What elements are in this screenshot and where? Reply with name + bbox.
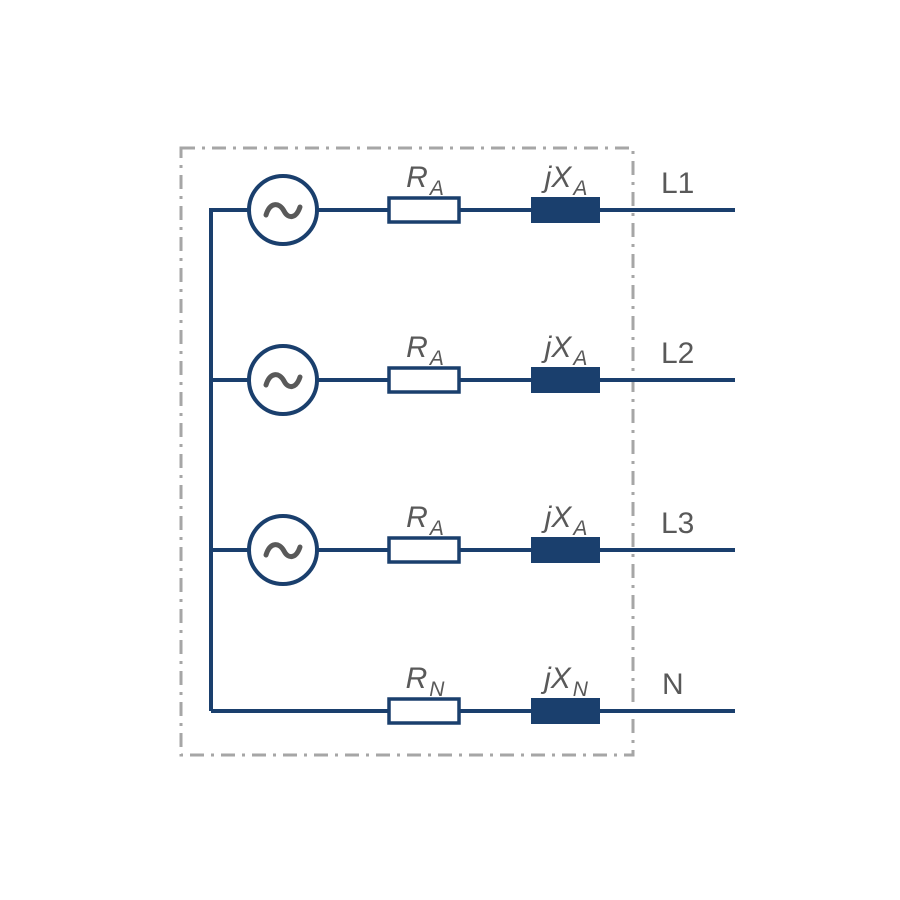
reactance-label-l3: jXA	[544, 501, 588, 540]
resistor-symbol	[387, 697, 461, 725]
resistor-symbol	[387, 196, 461, 224]
phase-row-l1	[211, 174, 735, 246]
terminal-label-l1: L1	[661, 167, 695, 200]
reactance-label-l2: jXA	[544, 331, 588, 370]
phase-row-l2	[211, 344, 735, 416]
resistor-symbol	[387, 366, 461, 394]
terminal-label-l3: L3	[661, 507, 695, 540]
reactance-symbol	[531, 537, 600, 563]
sine-wave-icon	[263, 202, 303, 219]
sine-wave-icon	[263, 542, 303, 559]
neutral-row	[211, 697, 735, 725]
reactance-symbol	[531, 367, 600, 393]
phase-row-l3	[211, 514, 735, 586]
resistor-label-l2: RA	[406, 331, 444, 370]
sine-wave-icon	[263, 372, 303, 389]
reactance-symbol	[531, 698, 600, 724]
reactance-label-n: jXN	[544, 662, 588, 701]
resistor-label-n: RN	[405, 662, 445, 701]
terminal-label-n: N	[662, 668, 684, 701]
resistor-label-l3: RA	[406, 501, 444, 540]
resistor-symbol	[387, 536, 461, 564]
boundary-box	[179, 146, 635, 757]
reactance-label-l1: jXA	[544, 161, 588, 200]
resistor-label-l1: RA	[406, 161, 444, 200]
reactance-symbol	[531, 197, 600, 223]
terminal-label-l2: L2	[661, 337, 695, 370]
